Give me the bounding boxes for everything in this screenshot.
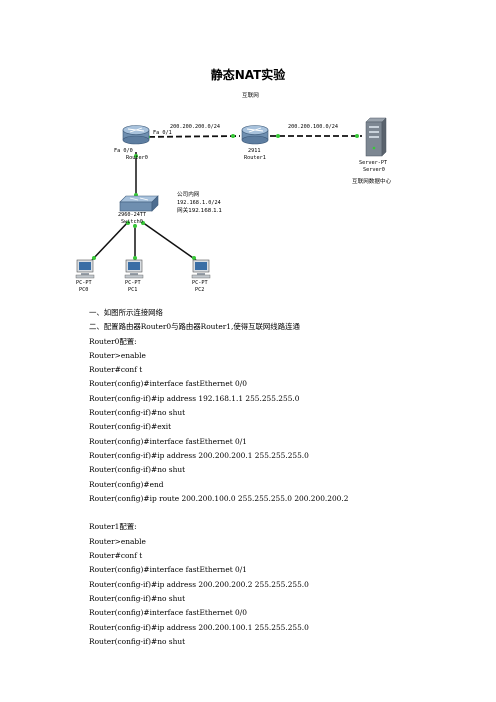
router0-name: Router0: [126, 155, 148, 161]
blank-line: [89, 506, 469, 520]
config-line: Router(config-if)#exit: [89, 422, 172, 432]
router0-port-left: Fa 0/0: [114, 148, 133, 154]
link-router0-router1: [139, 135, 241, 138]
config-line: Router(config)#interface fastEthernet 0/…: [89, 608, 247, 618]
router1-name: Router1: [244, 155, 266, 161]
lan-subnet: 192.168.1.0/24: [177, 200, 221, 206]
link-r0-r1-subnet: 200.200.200.0/24: [170, 124, 220, 130]
lan-gateway: 网关192.168.1.1: [177, 208, 222, 214]
router1-model: 2911: [248, 148, 261, 154]
config-line: Router(config-if)#ip address 200.200.200…: [89, 579, 309, 589]
config-line: Router(config)#end: [89, 479, 164, 489]
server-name: Server0: [363, 167, 385, 173]
server-icon: [365, 117, 387, 157]
pc0-type: PC-PT: [76, 280, 92, 286]
config-line: Router(config-if)#ip address 192.168.1.1…: [89, 393, 300, 403]
internet-label: 互联网: [242, 93, 259, 99]
network-diagram: 互联网 200.200.200.0/24 200.200.100.0/24 Fa…: [70, 92, 440, 307]
config-line: 一、如图所示连接网络: [89, 308, 163, 317]
config-line: Router(config-if)#no shut: [89, 465, 186, 475]
pc1-type: PC-PT: [125, 280, 141, 286]
config-line: Router(config)#interface fastEthernet 0/…: [89, 565, 247, 575]
pc1-icon: [124, 259, 144, 279]
server-type: Server-PT: [359, 160, 388, 166]
config-line: Router>enable: [89, 350, 146, 360]
document-title: 静态NAT实验: [210, 68, 286, 82]
link-switch-pc2: [141, 221, 197, 261]
lan-label: 公司内网: [177, 192, 200, 198]
config-line: Router(config-if)#ip address 200.200.100…: [89, 622, 309, 632]
router1-icon: [241, 125, 269, 145]
config-line: Router0配置:: [89, 336, 137, 346]
link-r1-server-subnet: 200.200.100.0/24: [288, 124, 338, 130]
config-line: Router(config)#ip route 200.200.100.0 25…: [89, 493, 349, 503]
router0-port-right: Fa 0/1: [153, 130, 172, 136]
topology-graphics: [75, 117, 387, 279]
config-line: Router#conf t: [89, 365, 143, 375]
pc0-name: PC0: [79, 287, 89, 293]
config-line: Router(config-if)#no shut: [89, 636, 186, 646]
config-line: Router(config-if)#ip address 200.200.200…: [89, 450, 309, 460]
config-line: Router(config-if)#no shut: [89, 408, 186, 418]
config-line: Router(config)#interface fastEthernet 0/…: [89, 379, 247, 389]
server-caption: 互联网数据中心: [352, 179, 392, 185]
pc2-name: PC2: [195, 287, 205, 293]
config-line: Router#conf t: [89, 551, 143, 561]
pc2-icon: [191, 259, 211, 279]
link-switch-pc0: [91, 221, 129, 261]
switch-icon: [119, 195, 159, 212]
pc0-icon: [75, 259, 95, 279]
config-instructions: 一、如图所示连接网络二、配置路由器Router0与路由器Router1,使得互联…: [89, 306, 469, 649]
pc1-name: PC1: [128, 287, 138, 293]
config-line: Router(config)#interface fastEthernet 0/…: [89, 436, 247, 446]
switch-model: 2960-24TT: [118, 212, 147, 218]
config-line: Router1配置:: [89, 522, 137, 532]
pc2-type: PC-PT: [192, 280, 208, 286]
switch-name: Switch0: [121, 219, 143, 225]
config-line: Router(config-if)#no shut: [89, 593, 186, 603]
config-line: 二、配置路由器Router0与路由器Router1,使得互联网线路连通: [89, 322, 300, 332]
config-line: Router>enable: [89, 536, 146, 546]
router0-icon: [122, 125, 150, 145]
